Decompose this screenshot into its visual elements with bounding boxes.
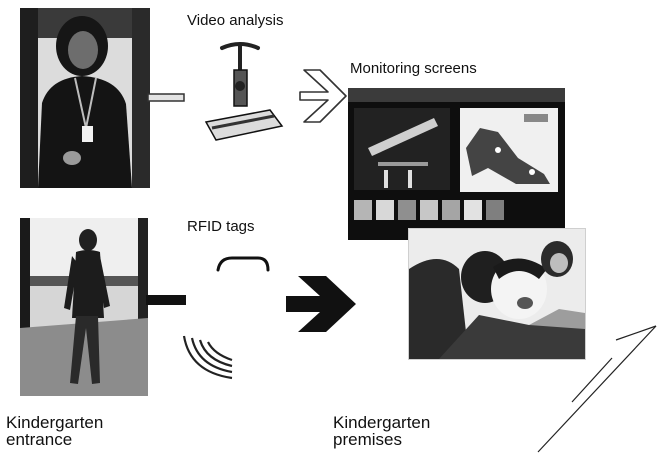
solid-arrow-icon bbox=[286, 276, 356, 332]
monitoring-screen-photo bbox=[348, 88, 565, 240]
rfid-tags-label: RFID tags bbox=[187, 218, 255, 235]
page-corner-lines bbox=[537, 325, 657, 453]
walking-person-photo bbox=[20, 218, 148, 396]
radio-waves-icon bbox=[182, 335, 233, 380]
entrance-person-photo bbox=[20, 8, 150, 188]
monitoring-screens-label: Monitoring screens bbox=[350, 60, 477, 77]
kindergarten-entrance-caption: Kindergarten entrance bbox=[6, 413, 104, 449]
camera-connector-bar bbox=[147, 93, 185, 102]
kindergarten-premises-photo bbox=[408, 228, 586, 360]
video-analysis-label: Video analysis bbox=[187, 12, 284, 29]
kindergarten-premises-caption: Kindergarten premises bbox=[333, 413, 431, 449]
rfid-connector-bar bbox=[146, 295, 186, 305]
rfid-reader-icon bbox=[216, 256, 270, 272]
outline-arrow-icon bbox=[299, 69, 347, 123]
surveillance-camera-icon bbox=[204, 42, 284, 141]
